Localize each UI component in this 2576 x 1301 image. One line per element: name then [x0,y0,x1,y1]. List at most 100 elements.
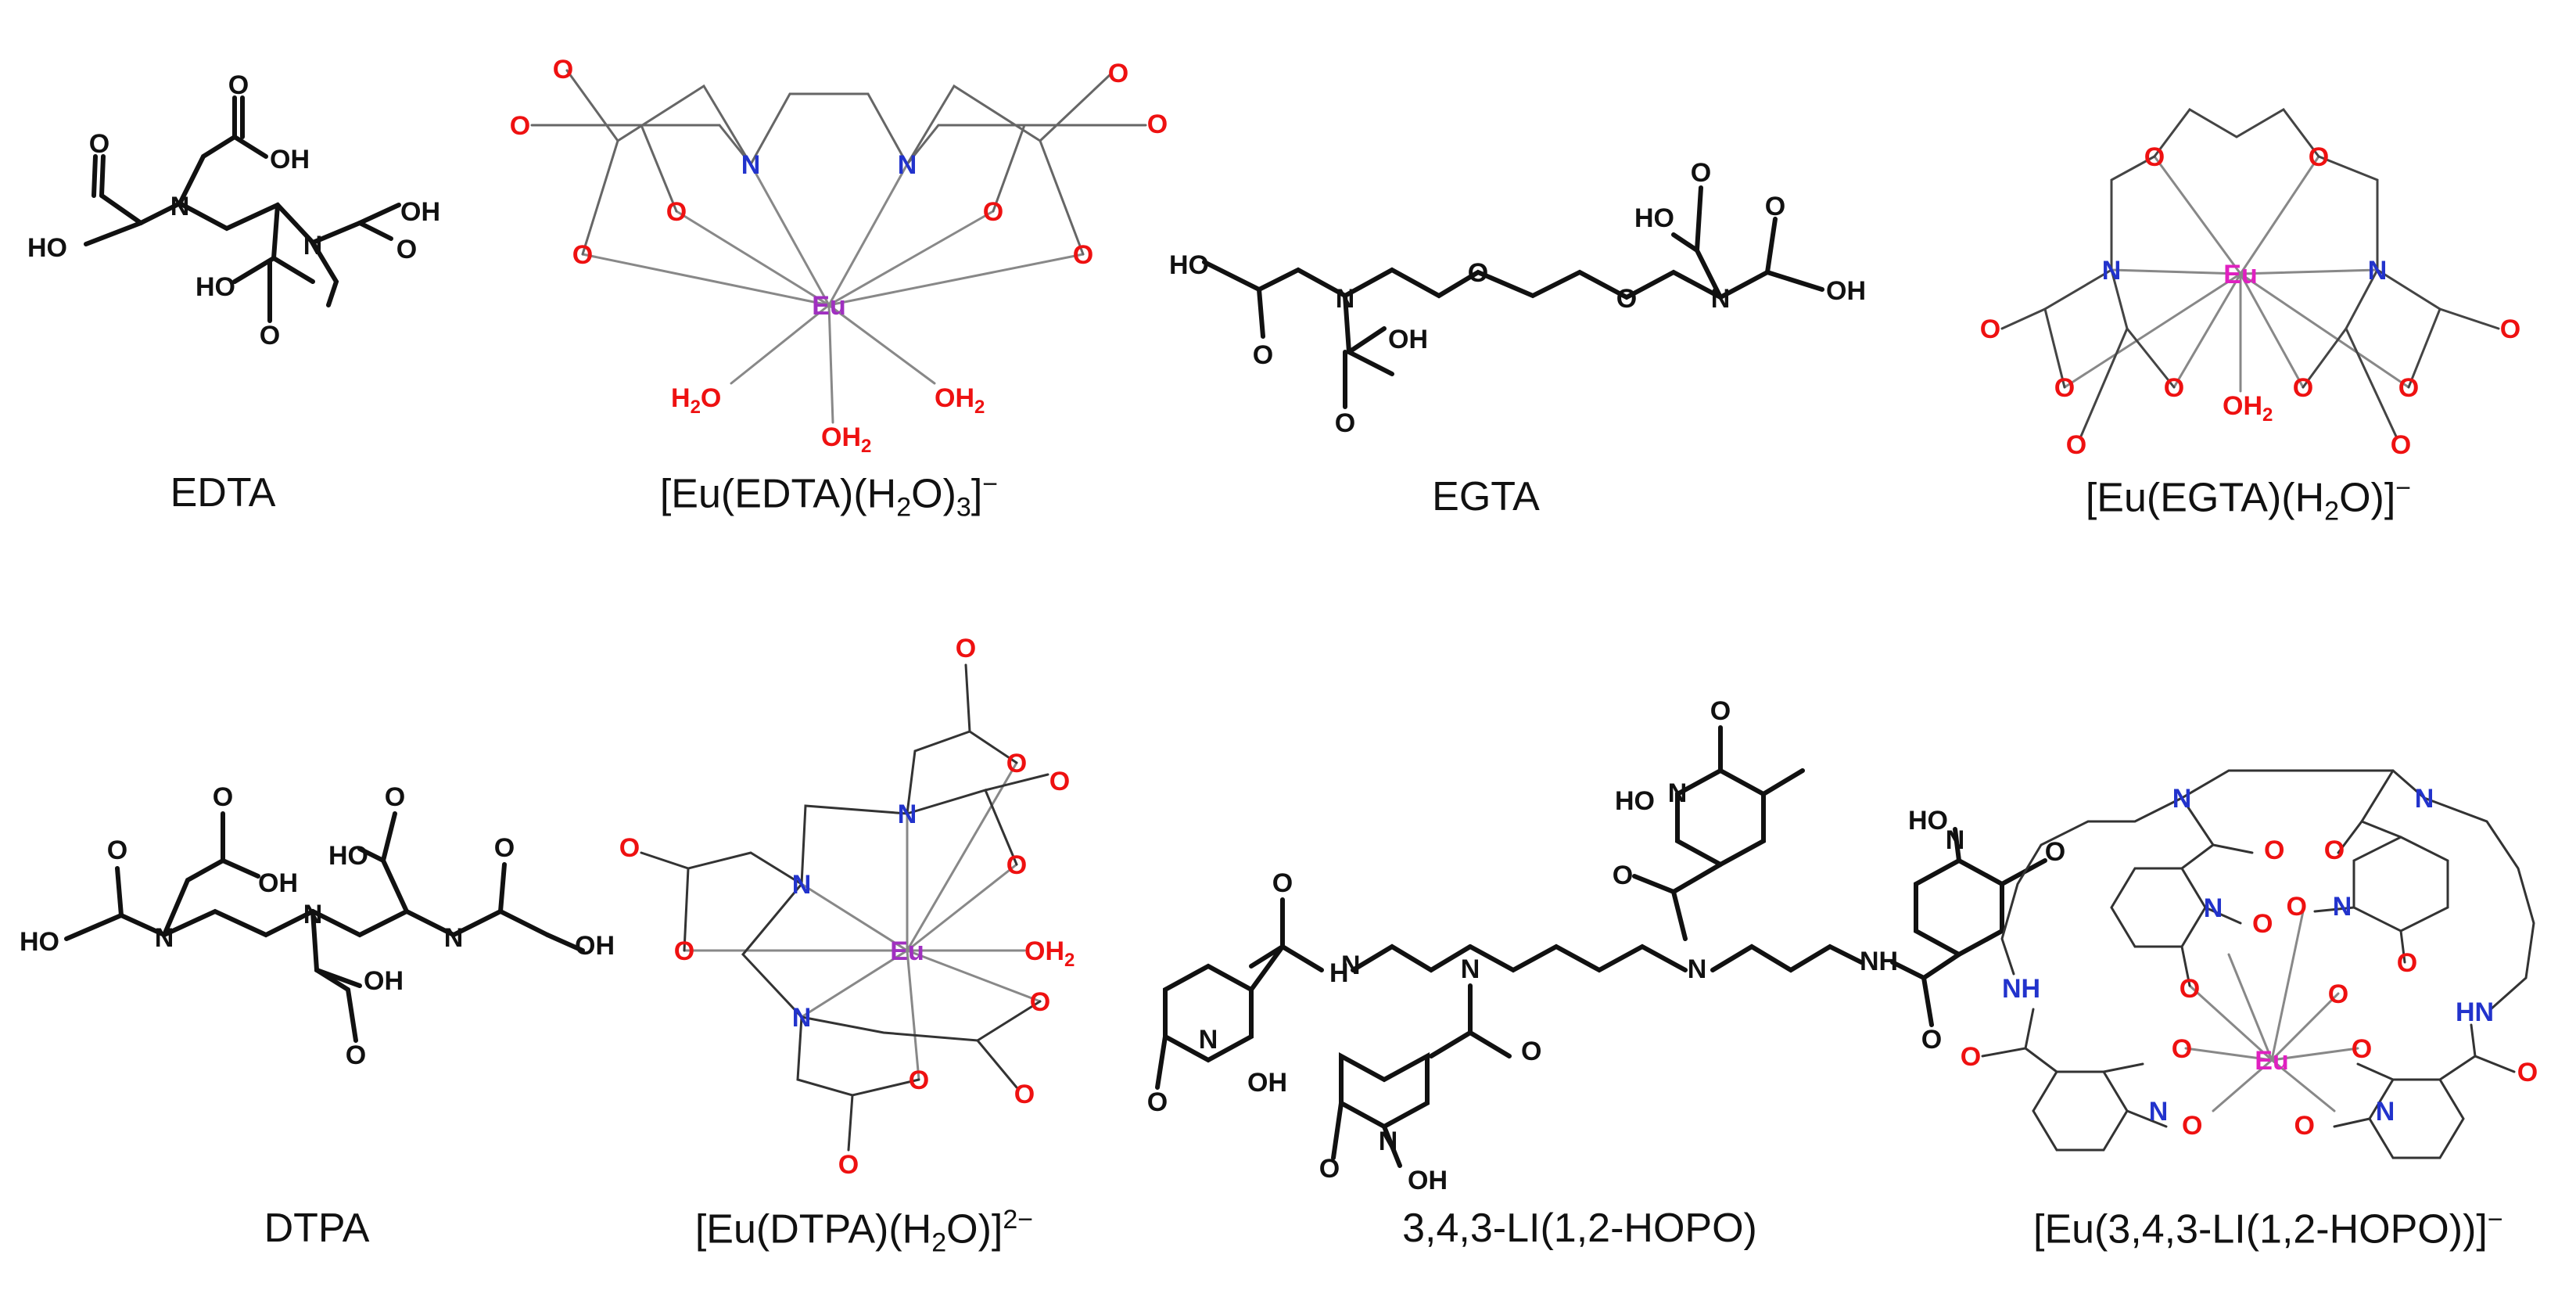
atom-label: O [1980,314,2000,344]
caption-eu-egta: [Eu(EGTA)(H2O)]− [2085,473,2412,527]
caption-edta: EDTA [170,470,276,516]
structure-eu-hopo [1981,769,2535,1159]
atom-label: HO [1908,806,1948,836]
bond [2000,796,2183,976]
atom-label: O [1030,987,1050,1017]
bond [2102,1062,2144,1073]
atom-label: HO [1615,786,1655,816]
ring [2110,867,2207,948]
atom-label: O [346,1040,366,1070]
atom-label: O [2294,1111,2315,1141]
atom-label: Eu [2223,260,2257,289]
bond [2399,929,2406,964]
bond [1429,1030,1473,1058]
bond [2333,1117,2371,1128]
bond [984,773,1049,792]
bond [2313,906,2355,913]
structure-eu-edta [530,69,1147,424]
bond [2180,843,2215,870]
atom-label: O [2287,892,2307,922]
coordination-bond [827,210,995,307]
coordination-bond [2270,992,2340,1062]
bond [381,811,397,863]
atom-label: N [2204,893,2223,923]
atom-label: O [1921,1025,1942,1055]
atom-label: O [2054,373,2075,403]
atom-label: HO [196,272,235,302]
bond [271,256,315,284]
atom-label: O [2180,974,2200,1004]
bond [115,866,124,918]
ring [1914,857,2004,958]
atom-label: OH [575,931,615,961]
bond [1202,260,1770,300]
bond [232,135,268,159]
atom-label: N [1461,954,1480,984]
atom-label: O [674,936,694,966]
atom-label: O [1049,767,1070,796]
atom-label: N [792,1003,812,1033]
bond [1331,1101,1344,1160]
atom-label: O [1147,110,1168,139]
atom-label: O [1710,696,1731,726]
atom-label: HO [328,841,368,871]
coordination-bond [2212,1058,2273,1112]
bond [1695,185,1703,253]
bond [1671,862,1723,894]
atom-label: O [983,197,1003,227]
atom-label: N [2149,1097,2169,1127]
atom-label: O [2182,1111,2202,1141]
coordination-bond [800,949,909,1019]
bond [357,221,393,241]
atom-label: H [1329,958,1349,988]
bond [178,135,237,206]
structure-hopo [1155,725,2047,1168]
atom-label: N [155,923,174,953]
bond [2345,327,2398,440]
bond [2204,906,2242,925]
bond [1257,287,1265,339]
coordination-bond [2239,268,2379,275]
bond [1155,1034,1168,1090]
atom-label: O [396,235,417,264]
bond [964,663,971,733]
atom-label: N [2102,256,2122,286]
bond [1710,943,1864,973]
atom-label: O [956,634,976,663]
atom-label: O [2066,430,2086,460]
labels-eu-dtpa: O N O O O O N O Eu OH2 N O O O O [619,634,1075,1180]
water-label: OH2 [935,383,985,418]
atom-label: OH [1826,276,1866,306]
bond [346,987,358,1043]
bond [2438,1055,2477,1081]
atom-label: N [303,231,323,261]
bond [2024,1047,2058,1073]
atom-label: N [2172,784,2192,814]
bond [314,968,362,988]
ring [2032,1070,2129,1152]
bond [1382,1124,1402,1168]
bond [1249,944,1285,992]
bond [565,69,619,142]
atom-label: O [1691,158,1711,188]
atom-label: HO [1169,250,1209,280]
bond [2356,1062,2395,1081]
bond [749,92,909,166]
bond [741,882,803,1019]
bond [2337,769,2395,854]
atom-label: N [170,192,190,221]
bond [1632,874,1688,941]
atom-label: N [741,150,761,180]
caption-eu-dtpa: [Eu(DTPA)(H2O)]2− [694,1205,1034,1258]
atom-label: O [909,1066,929,1095]
coordination-bond [581,253,831,307]
bond [906,84,1085,256]
atom-label: N [303,900,323,929]
bond [906,124,1027,213]
bond [683,851,803,952]
atom-label: OH [258,868,298,898]
atom-label: O [2328,979,2348,1009]
atom-label: O [1108,59,1128,88]
coordination-bond [906,949,920,1081]
